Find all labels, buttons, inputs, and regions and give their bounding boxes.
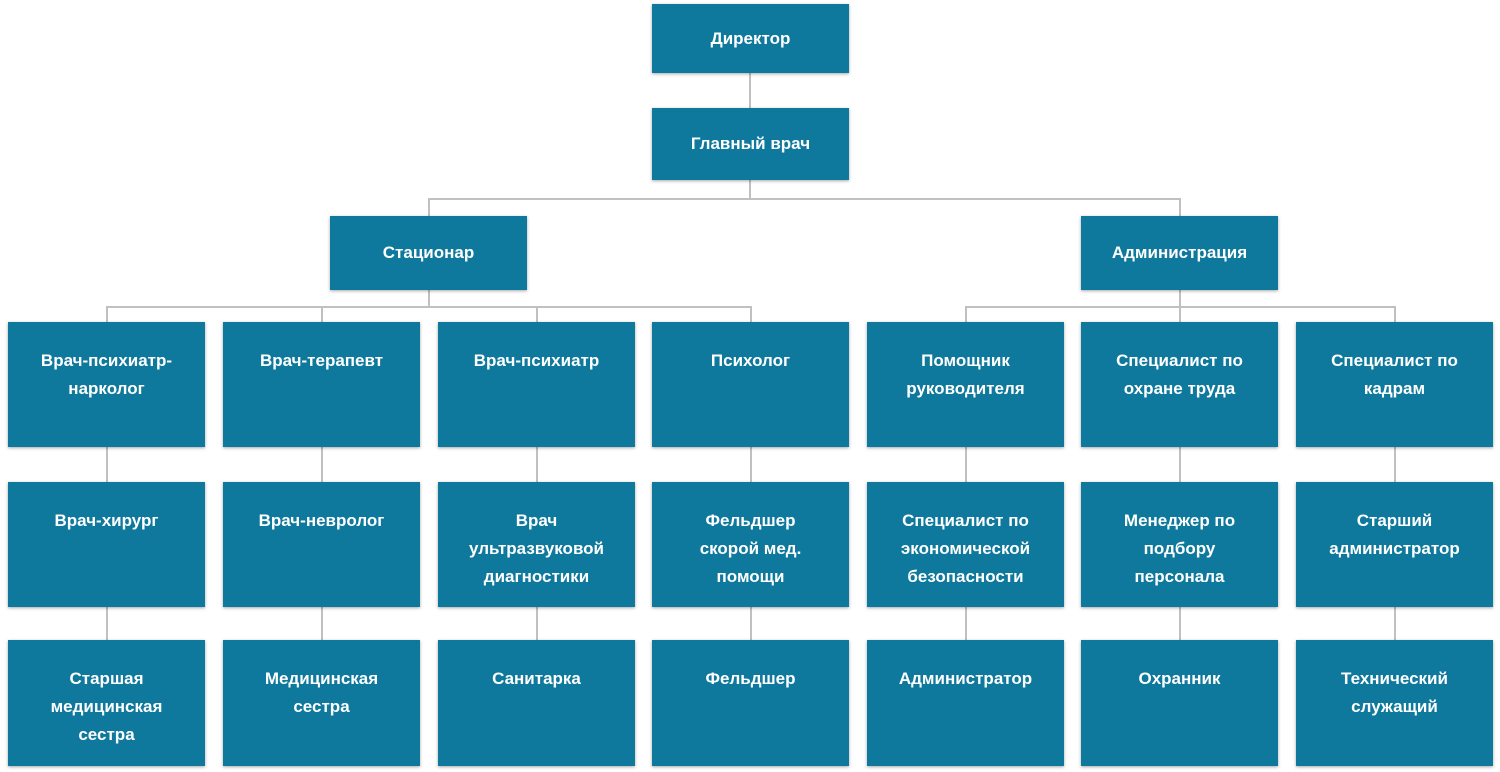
connector-branch2-down xyxy=(1179,290,1181,306)
node-director: Директор xyxy=(652,4,849,73)
connector-col4-r3-r4 xyxy=(750,447,752,482)
connector-col5-r3-r4 xyxy=(965,447,967,482)
node-col7-row2: Старший администратор xyxy=(1296,482,1493,607)
node-col3-row3: Санитарка xyxy=(438,640,635,766)
connector-col7-r4-r5 xyxy=(1394,607,1396,640)
connector-col6-r3-r4 xyxy=(1179,447,1181,482)
node-col1-row3: Старшая медицинская сестра xyxy=(8,640,205,766)
connector-col7-r3-r4 xyxy=(1394,447,1396,482)
node-col6-row3: Охранник xyxy=(1081,640,1278,766)
connector-col2-r3-r4 xyxy=(321,447,323,482)
connector-branch1-down xyxy=(428,290,430,306)
connector-col6-stub xyxy=(1179,306,1181,322)
connector-col3-r4-r5 xyxy=(536,607,538,640)
node-col4-row3: Фельдшер xyxy=(652,640,849,766)
connector-col1-stub xyxy=(106,306,108,322)
connector-col1-r3-r4 xyxy=(106,447,108,482)
connector-col1-r4-r5 xyxy=(106,607,108,640)
node-col2-row3: Медицинская сестра xyxy=(223,640,420,766)
node-col1-row1: Врач-психиатр-нарколог xyxy=(8,322,205,447)
connector-col7-stub xyxy=(1394,306,1396,322)
node-branch-inpatient: Стационар xyxy=(330,216,527,290)
connector-branch1-horizontal xyxy=(106,306,752,308)
node-col5-row1: Помощник руководителя xyxy=(867,322,1064,447)
connector-col4-r4-r5 xyxy=(750,607,752,640)
node-col5-row2: Специалист по экономической безопасности xyxy=(867,482,1064,607)
node-col1-row2: Врач-хирург xyxy=(8,482,205,607)
node-col6-row1: Специалист по охране труда xyxy=(1081,322,1278,447)
node-col3-row1: Врач-психиатр xyxy=(438,322,635,447)
node-col4-row2: Фельдшер скорой мед. помощи xyxy=(652,482,849,607)
connector-director-chief xyxy=(749,73,751,108)
connector-col5-r4-r5 xyxy=(965,607,967,640)
connector-col5-stub xyxy=(965,306,967,322)
node-col7-row1: Специалист по кадрам xyxy=(1296,322,1493,447)
connector-col4-stub xyxy=(750,306,752,322)
node-col6-row2: Менеджер по подбору персонала xyxy=(1081,482,1278,607)
node-col2-row1: Врач-терапевт xyxy=(223,322,420,447)
connector-col2-stub xyxy=(321,306,323,322)
node-chief-physician: Главный врач xyxy=(652,108,849,180)
node-col2-row2: Врач-невролог xyxy=(223,482,420,607)
connector-chief-down xyxy=(749,180,751,198)
connector-branch1-stub xyxy=(428,198,430,216)
node-col3-row2: Врач ультразвуковой диагностики xyxy=(438,482,635,607)
connector-branch2-stub xyxy=(1179,198,1181,216)
connector-branch-horizontal xyxy=(428,198,1181,200)
node-branch-administration: Администрация xyxy=(1081,216,1278,290)
node-col5-row3: Администратор xyxy=(867,640,1064,766)
connector-col2-r4-r5 xyxy=(321,607,323,640)
connector-col3-stub xyxy=(536,306,538,322)
connector-col6-r4-r5 xyxy=(1179,607,1181,640)
node-col4-row1: Психолог xyxy=(652,322,849,447)
connector-col3-r3-r4 xyxy=(536,447,538,482)
node-col7-row3: Технический служащий xyxy=(1296,640,1493,766)
